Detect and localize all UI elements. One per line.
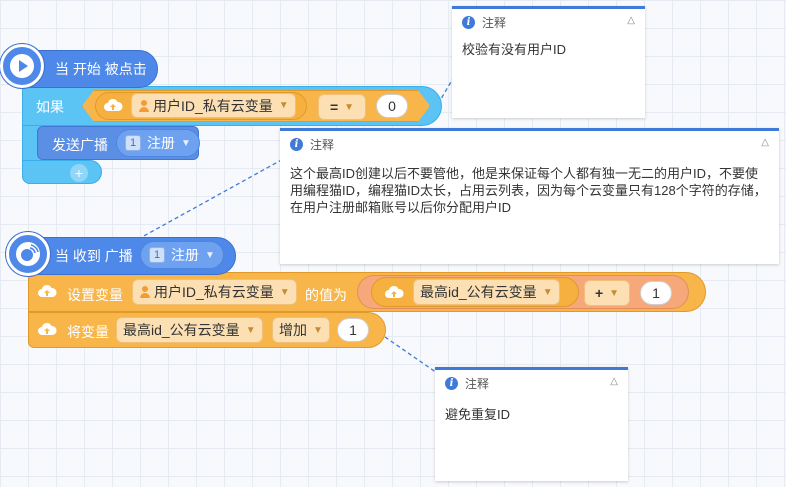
math-operator-dropdown[interactable]: + ▼ bbox=[584, 280, 630, 306]
operand-variable-dropdown[interactable]: 最高id_公有云变量 ▼ bbox=[413, 279, 560, 305]
chevron-down-icon: ▼ bbox=[245, 324, 256, 336]
comment-text[interactable]: 校验有没有用户ID bbox=[462, 42, 567, 57]
broadcast-message: 注册 bbox=[147, 135, 175, 151]
chevron-down-icon: ▼ bbox=[278, 100, 289, 111]
comment-1[interactable]: i 注释 △ 校验有没有用户ID bbox=[452, 6, 645, 118]
comment-header[interactable]: i 注释 △ bbox=[435, 370, 628, 396]
list-badge-icon: 1 bbox=[125, 135, 141, 151]
receive-message: 注册 bbox=[171, 247, 199, 263]
operator-value: = bbox=[329, 99, 339, 115]
cloud-upload-icon bbox=[38, 322, 57, 335]
operand-variable-name: 最高id_公有云变量 bbox=[420, 284, 537, 300]
comment-title: 注释 bbox=[482, 15, 507, 30]
if-label: 如果 bbox=[36, 99, 64, 115]
comment-text[interactable]: 这个最高ID创建以后不要管他，他是来保证每个人都有独一无二的用户ID，不要使用编… bbox=[290, 166, 767, 215]
comment-header[interactable]: i 注释 △ bbox=[452, 9, 645, 35]
send-broadcast-label: 发送广播 bbox=[52, 137, 108, 153]
collapse-icon[interactable]: △ bbox=[610, 376, 618, 387]
chevron-down-icon: ▼ bbox=[313, 324, 323, 336]
change-variable-dropdown[interactable]: 最高id_公有云变量 ▼ bbox=[116, 317, 263, 343]
comment-3[interactable]: i 注释 △ 避免重复ID bbox=[435, 367, 628, 481]
if-block-foot bbox=[22, 160, 102, 184]
broadcast-message-dropdown[interactable]: 1 注册 ▼ bbox=[116, 129, 200, 157]
comment-header[interactable]: i 注释 △ bbox=[280, 131, 779, 157]
cloud-upload-icon bbox=[385, 285, 404, 298]
chevron-down-icon: ▼ bbox=[542, 286, 553, 298]
chevron-down-icon: ▼ bbox=[205, 249, 215, 261]
person-icon bbox=[139, 99, 149, 112]
compare-value-input[interactable]: 0 bbox=[376, 94, 408, 118]
operator-dropdown[interactable]: = ▼ bbox=[318, 94, 366, 120]
when-receive-label: 当 收到 广播 bbox=[55, 248, 133, 264]
set-variable-label: 设置变量 bbox=[67, 287, 123, 303]
collapse-icon[interactable]: △ bbox=[761, 137, 769, 148]
cloud-upload-icon bbox=[38, 284, 57, 297]
chevron-down-icon: ▼ bbox=[609, 287, 620, 299]
plus-icon[interactable]: + bbox=[70, 164, 88, 182]
set-variable-name: 用户ID_私有云变量 bbox=[154, 284, 274, 300]
operand-number-input[interactable]: 1 bbox=[640, 281, 672, 305]
change-variable-label: 将变量 bbox=[67, 324, 109, 340]
set-value-label: 的值为 bbox=[305, 287, 347, 303]
chevron-down-icon: ▼ bbox=[344, 101, 355, 113]
comment-title: 注释 bbox=[465, 376, 490, 391]
broadcast-icon bbox=[16, 242, 40, 266]
play-icon bbox=[10, 54, 34, 78]
info-icon: i bbox=[290, 137, 303, 151]
receive-message-dropdown[interactable]: 1 注册 ▼ bbox=[140, 241, 224, 269]
change-action: 增加 bbox=[279, 322, 307, 338]
variable-dropdown[interactable]: 用户ID_私有云变量 ▼ bbox=[131, 93, 296, 118]
comment-link-3 bbox=[384, 336, 441, 376]
chevron-down-icon: ▼ bbox=[181, 137, 191, 149]
cloud-upload-icon bbox=[104, 98, 123, 111]
info-icon: i bbox=[445, 376, 458, 390]
variable-name: 用户ID_私有云变量 bbox=[153, 97, 273, 114]
comment-text[interactable]: 避免重复ID bbox=[445, 407, 511, 422]
math-operator: + bbox=[594, 285, 604, 301]
chevron-down-icon: ▼ bbox=[279, 286, 290, 298]
change-variable-name: 最高id_公有云变量 bbox=[123, 322, 240, 338]
change-value-input[interactable]: 1 bbox=[337, 318, 369, 342]
collapse-icon[interactable]: △ bbox=[627, 15, 635, 26]
comment-title: 注释 bbox=[310, 137, 335, 152]
info-icon: i bbox=[462, 15, 475, 29]
when-start-label: 当 开始 被点击 bbox=[55, 61, 147, 77]
comment-2[interactable]: i 注释 △ 这个最高ID创建以后不要管他，他是来保证每个人都有独一无二的用户I… bbox=[280, 128, 779, 264]
list-badge-icon: 1 bbox=[149, 247, 165, 263]
change-action-dropdown[interactable]: 增加 ▼ bbox=[272, 317, 330, 343]
set-variable-dropdown[interactable]: 用户ID_私有云变量 ▼ bbox=[132, 279, 297, 305]
person-icon bbox=[140, 286, 150, 298]
